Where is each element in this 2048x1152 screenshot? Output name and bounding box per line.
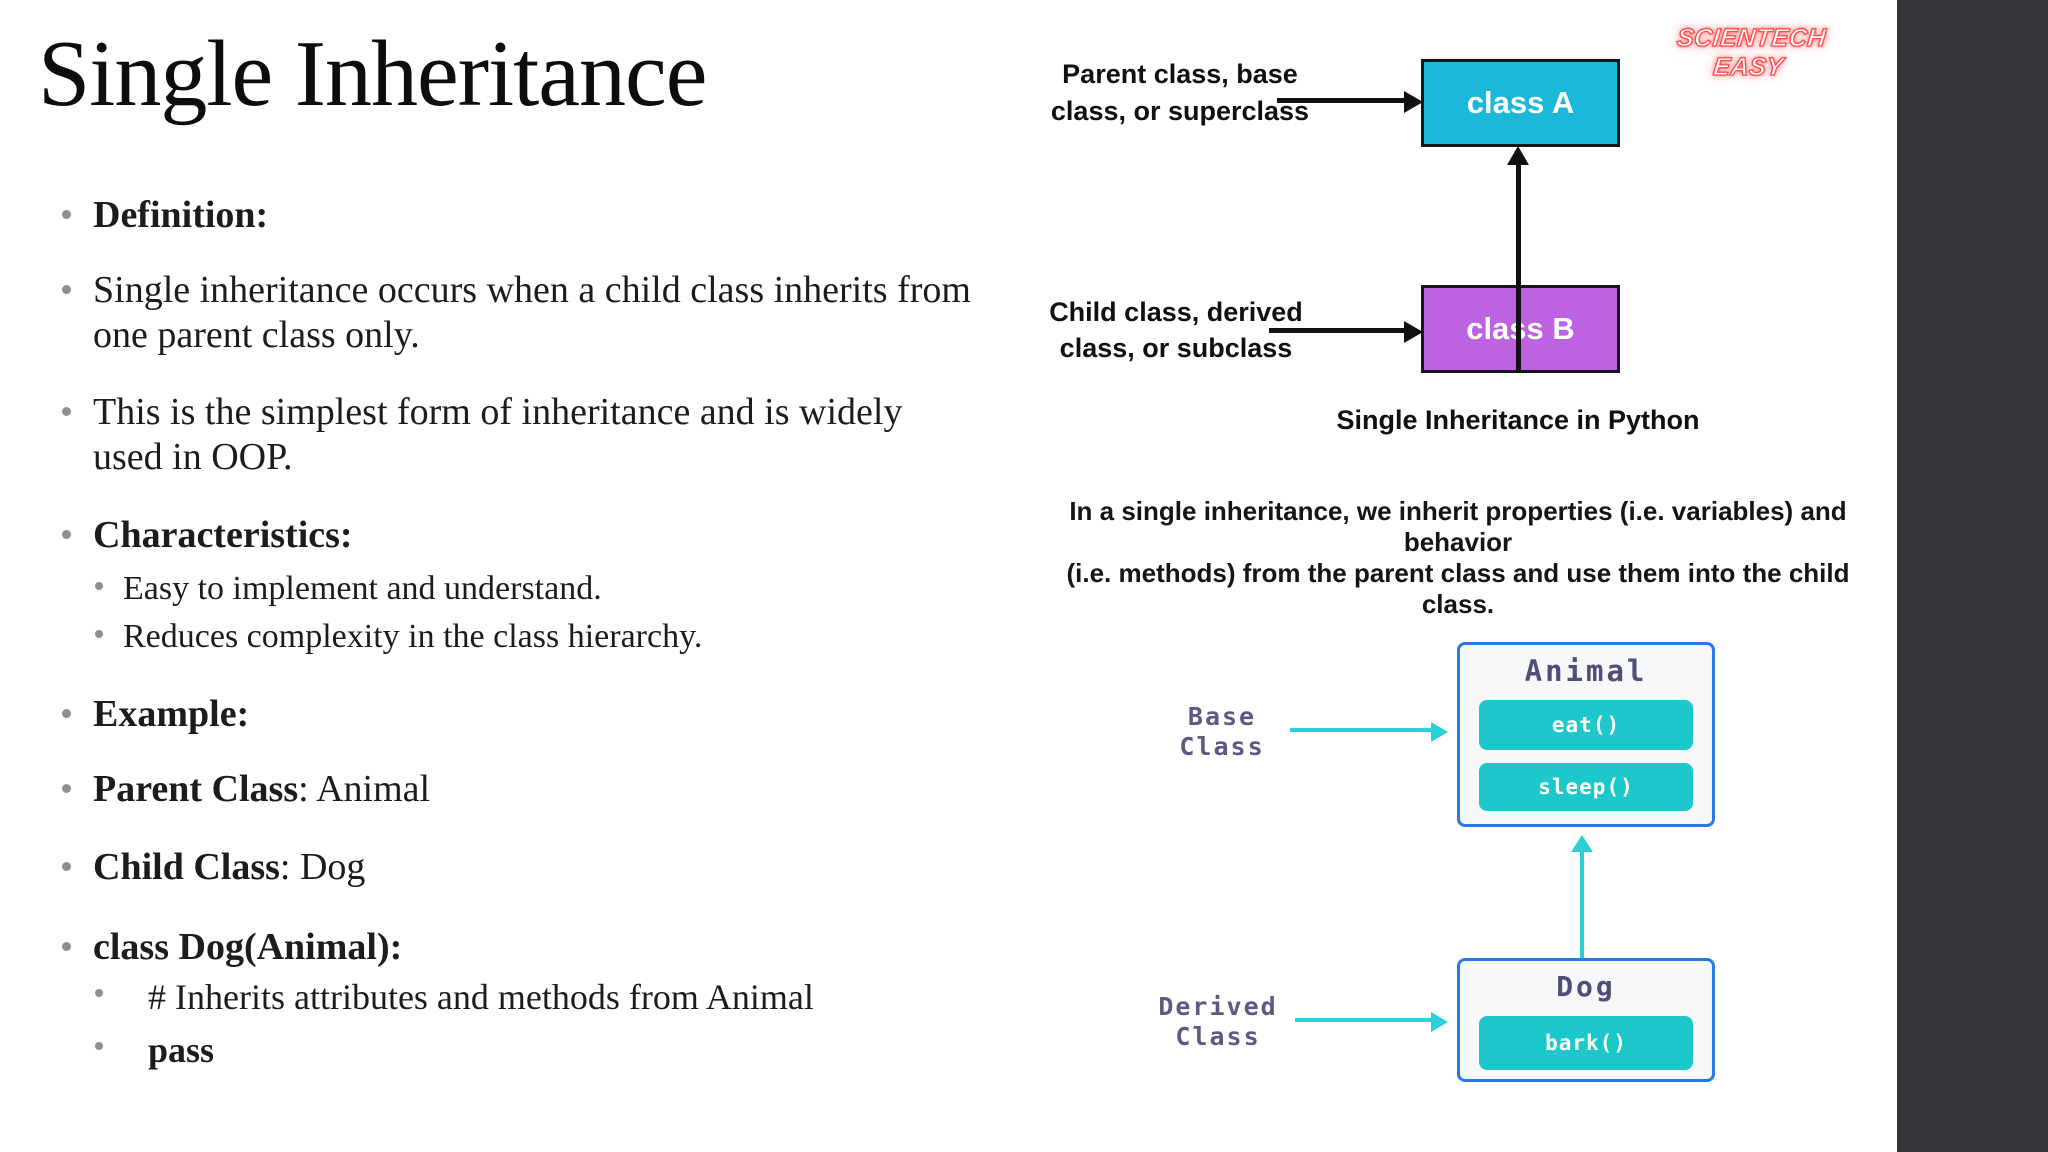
bullet-icon	[62, 285, 71, 294]
bullet-text: Definition:	[93, 194, 269, 236]
bullet-inherits-comment: # Inherits attributes and methods from A…	[95, 975, 1008, 1019]
derived-class-label-line1: Derived	[1158, 992, 1278, 1021]
derived-class-label-line2: Class	[1175, 1022, 1261, 1051]
bullet-icon	[62, 942, 71, 951]
arrowhead-right-icon	[1431, 1012, 1448, 1032]
eat-method-pill: eat()	[1479, 700, 1693, 750]
parent-class-label-line1: Parent class, base	[1062, 59, 1298, 89]
bullet-icon	[62, 407, 71, 416]
bullet-parent-class: Parent Class: Animal	[62, 767, 973, 812]
bullet-icon	[62, 530, 71, 539]
bullet-icon	[62, 862, 71, 871]
dog-class-title: Dog	[1556, 970, 1616, 1003]
bullet-text: Reduces complexity in the class hierarch…	[123, 618, 703, 655]
arrow-dog-to-animal	[1580, 852, 1584, 958]
base-class-label-line1: Base	[1187, 702, 1257, 731]
bark-method-label: bark()	[1545, 1031, 1627, 1055]
bullet-icon	[62, 784, 71, 793]
arrowhead-up-icon	[1571, 835, 1593, 852]
bullet-characteristics: Characteristics:	[62, 513, 973, 558]
bullet-example: Example:	[62, 692, 973, 737]
bullet-icon	[62, 210, 71, 219]
bullet-text: Easy to implement and understand.	[123, 570, 602, 607]
inheritance-description: In a single inheritance, we inherit prop…	[1058, 496, 1858, 620]
sleep-method-pill: sleep()	[1479, 763, 1693, 811]
bullet-text: # Inherits attributes and methods from A…	[148, 977, 814, 1017]
description-line2: (i.e. methods) from the parent class and…	[1066, 558, 1850, 619]
arrowhead-up-icon	[1507, 146, 1529, 165]
base-class-label: Base Class	[1122, 702, 1322, 762]
bullet-icon	[95, 989, 103, 997]
dog-class-box: Dog bark()	[1457, 958, 1715, 1082]
diagram-caption: Single Inheritance in Python	[1336, 405, 1700, 435]
bullet-text: Single inheritance occurs when a child c…	[93, 269, 971, 356]
bullet-text: class Dog(Animal):	[93, 926, 403, 968]
bullet-definition: Definition:	[62, 193, 973, 238]
base-class-label-line2: Class	[1179, 732, 1265, 761]
bullet-easy-to-implement: Easy to implement and understand.	[95, 568, 983, 610]
arrow-derived-to-dog	[1295, 1018, 1432, 1022]
arrow-classB-to-classA	[1516, 163, 1521, 373]
sleep-method-label: sleep()	[1538, 775, 1634, 799]
bullet-icon	[95, 582, 103, 590]
bullet-text: Characteristics:	[93, 514, 353, 556]
scientech-easy-watermark: SCIENTECH EASY	[1675, 23, 1828, 81]
child-class-label-line1: Child class, derived	[1049, 297, 1303, 327]
arrowhead-right-icon	[1404, 91, 1423, 113]
bullet-icon	[95, 1042, 103, 1050]
page-title: Single Inheritance	[38, 22, 707, 126]
child-class-label: Child class, derived class, or subclass	[1036, 294, 1316, 366]
bullet-child-class: Child Class: Dog	[62, 845, 973, 890]
bullet-simplest-form: This is the simplest form of inheritance…	[62, 390, 973, 480]
class-a-label: class A	[1466, 85, 1575, 120]
bullet-single-inheritance: Single inheritance occurs when a child c…	[62, 268, 973, 358]
parent-class-label: Parent class, base class, or superclass	[1040, 56, 1320, 130]
derived-class-label: Derived Class	[1118, 992, 1318, 1052]
parent-class-label-line2: class, or superclass	[1050, 96, 1310, 126]
animal-class-title: Animal	[1524, 654, 1648, 688]
bullet-text: Child Class: Dog	[93, 846, 366, 888]
bullet-text: pass	[148, 1030, 215, 1070]
bullet-text: Example:	[93, 693, 250, 735]
arrowhead-right-icon	[1404, 321, 1423, 343]
description-line1: In a single inheritance, we inherit prop…	[1069, 496, 1847, 557]
child-class-label-line2: class, or subclass	[1059, 333, 1293, 363]
right-dark-panel	[1897, 0, 2048, 1152]
eat-method-label: eat()	[1551, 713, 1621, 737]
arrow-child-to-classB	[1269, 328, 1405, 333]
arrow-base-to-animal	[1290, 728, 1432, 732]
bark-method-pill: bark()	[1479, 1016, 1693, 1070]
animal-class-box: Animal eat() sleep()	[1457, 642, 1715, 827]
arrow-parent-to-classA	[1277, 98, 1405, 103]
bullet-class-dog-animal: class Dog(Animal):	[62, 925, 973, 970]
bullet-pass: pass	[95, 1028, 1008, 1072]
bullet-icon	[62, 709, 71, 718]
bullet-text: Parent Class: Animal	[93, 768, 431, 810]
bullet-icon	[95, 630, 103, 638]
class-a-box: class A	[1421, 59, 1620, 147]
bullet-text: This is the simplest form of inheritance…	[93, 391, 903, 478]
bullet-reduces-complexity: Reduces complexity in the class hierarch…	[95, 616, 983, 658]
arrowhead-right-icon	[1431, 722, 1448, 742]
